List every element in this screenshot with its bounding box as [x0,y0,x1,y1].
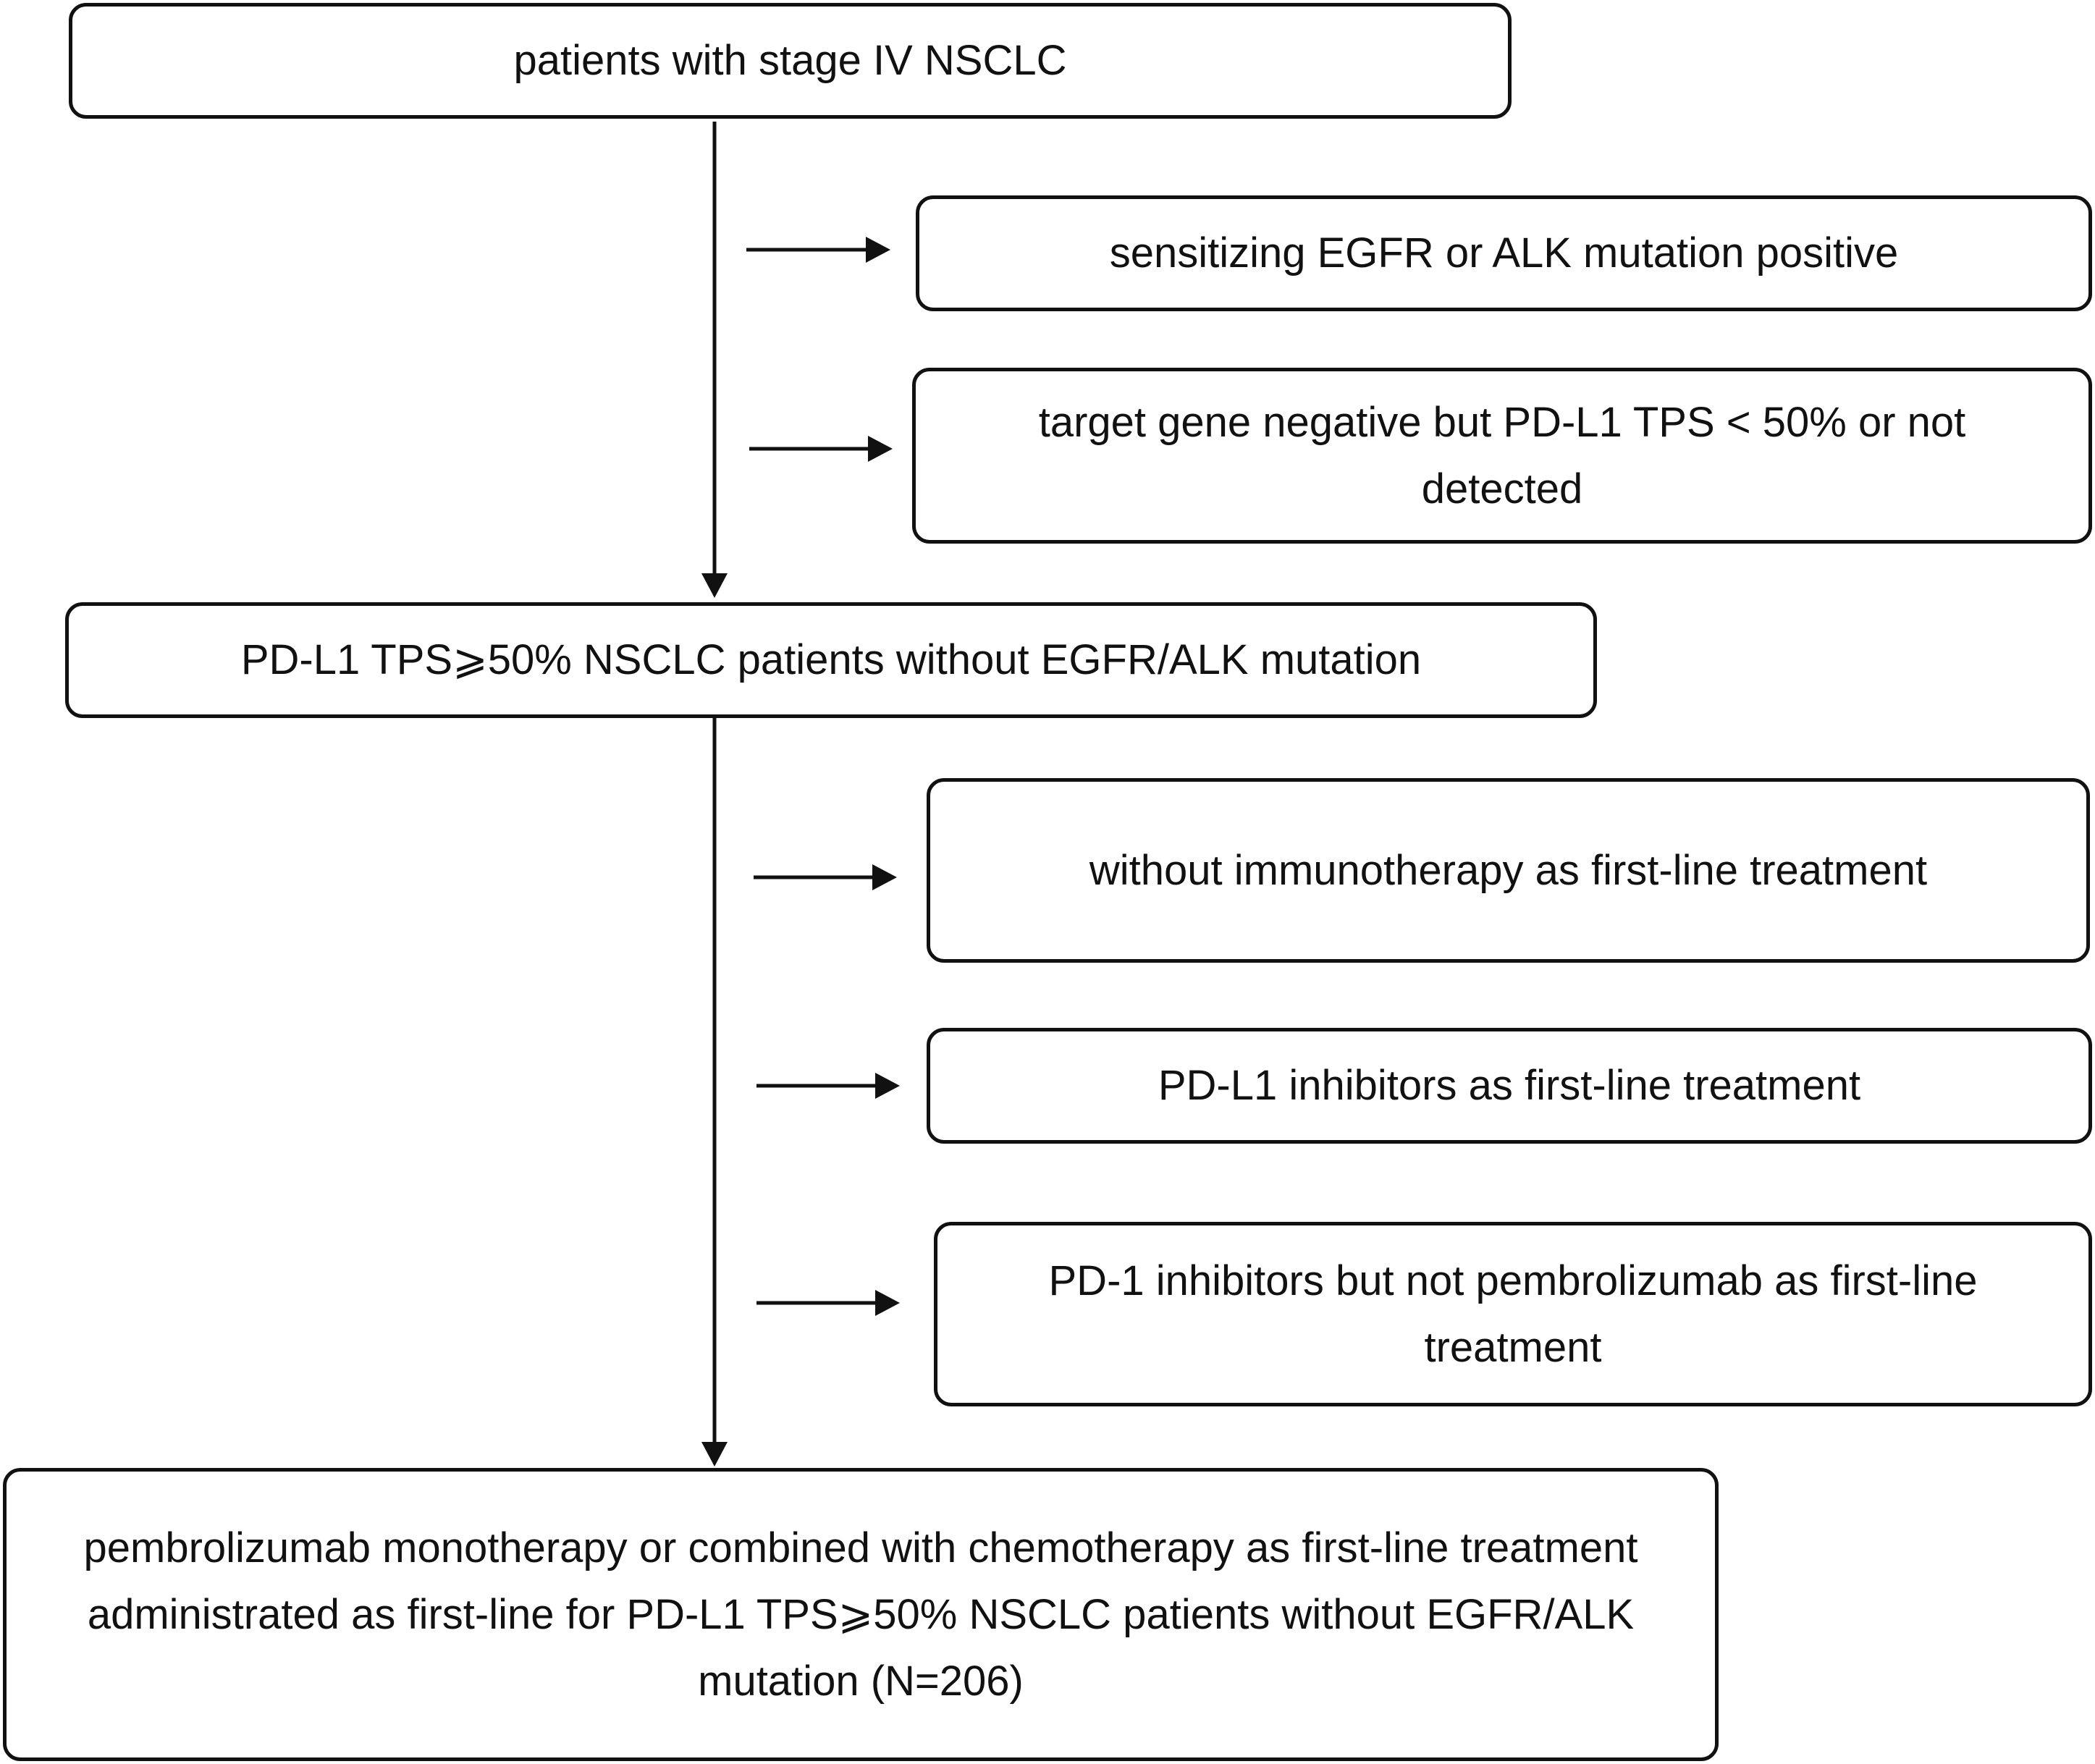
start-text: patients with stage IV NSCLC [513,37,1067,84]
exclusion-arrow-4-head [875,1073,900,1099]
exclusion-text-2: target gene negative but PD-L1 TPS < 50%… [1038,398,1966,512]
exclusion-text-3: without immunotherapy as first-line trea… [1089,846,1928,894]
exclusion-arrow-1-head [866,237,890,263]
exclusion-box-5: PD-1 inhibitors but not pembrolizumab as… [934,1222,2092,1406]
final-text: pembrolizumab monotherapy or combined wi… [83,1524,1638,1705]
final-box: pembrolizumab monotherapy or combined wi… [3,1468,1719,1761]
exclusion-box-1: sensitizing EGFR or ALK mutation positiv… [916,195,2092,311]
main-arrow-1-head [701,573,728,598]
main-arrow-2-head [701,1442,728,1467]
exclusion-text-4: PD-L1 inhibitors as first-line treatment [1158,1062,1861,1109]
start-box: patients with stage IV NSCLC [69,3,1512,119]
exclusion-box-3: without immunotherapy as first-line trea… [927,778,2090,963]
exclusion-arrow-2-head [868,436,893,462]
exclusion-box-4: PD-L1 inhibitors as first-line treatment [927,1028,2092,1144]
middle-text: PD-L1 TPS⩾50% NSCLC patients without EGF… [240,636,1422,683]
exclusion-text-1: sensitizing EGFR or ALK mutation positiv… [1109,229,1899,277]
exclusion-arrow-3-head [872,864,897,890]
middle-box: PD-L1 TPS⩾50% NSCLC patients without EGF… [65,602,1597,718]
exclusion-arrow-5-head [875,1290,900,1316]
exclusion-box-2: target gene negative but PD-L1 TPS < 50%… [912,368,2092,544]
exclusion-text-5: PD-1 inhibitors but not pembrolizumab as… [1048,1257,1978,1371]
